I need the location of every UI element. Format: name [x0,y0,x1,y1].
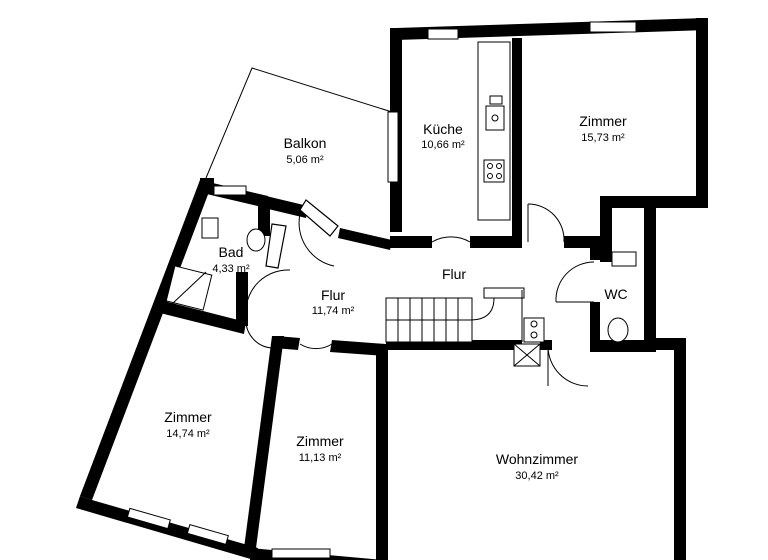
room-area-zimmer-ne: 15,73 m² [581,132,625,144]
room-name-zimmer-s: Zimmer [296,433,344,449]
room-area-zimmer-sw: 14,74 m² [166,428,210,440]
room-name-zimmer-ne: Zimmer [579,113,627,129]
room-name-kueche: Küche [423,121,463,137]
room-name-zimmer-sw: Zimmer [164,409,212,425]
room-name-wohnzimmer: Wohnzimmer [496,451,579,467]
door-bad-leaf [265,223,287,269]
doors [245,199,595,387]
window-zimmer-s [271,548,331,559]
door-zimmer-s-swing [299,343,333,350]
room-name-flur-left: Flur [321,287,345,303]
window-bad [213,185,247,196]
room-area-wohnzimmer: 30,42 m² [515,470,559,482]
staircase [385,287,545,367]
window-balkon-door [387,111,399,183]
door-wohnzimmer-swing [547,345,589,387]
window-zimmer-ne [589,21,637,33]
room-name-bad: Bad [219,244,244,260]
room-area-zimmer-s: 11,13 m² [299,452,342,464]
door-wc-swing [555,261,595,303]
room-area-flur-left: 11,74 m² [312,305,355,317]
wc-toilet-icon [607,317,629,343]
door-balkon-leaf [299,199,339,237]
room-area-balkon: 5,06 m² [286,154,324,166]
door-zimmer-ne-swing [527,203,565,243]
room-labels: Balkon 5,06 m² Küche 10,66 m² Zimmer 15,… [164,113,627,482]
room-area-kueche: 10,66 m² [421,139,465,151]
door-kitchen-swing [431,236,471,243]
door-zimmer-sw-swing [245,317,273,349]
heater-unit [523,317,545,343]
room-name-flur-main: Flur [442,266,466,282]
bath-fixtures [165,217,637,343]
windows [126,21,637,559]
bad-toilet-icon [246,228,266,252]
room-area-bad: 4,33 m² [212,263,250,275]
window-zimmer-sw-2 [186,524,229,545]
window-zimmer-sw-1 [126,507,171,530]
room-name-balkon: Balkon [284,135,327,151]
window-kitchen [427,28,459,40]
bad-sink-icon [201,217,219,239]
room-name-wc: WC [604,286,627,302]
stove-icon [483,159,505,183]
wc-sink-icon [611,251,637,267]
kitchen-counter [477,41,511,221]
